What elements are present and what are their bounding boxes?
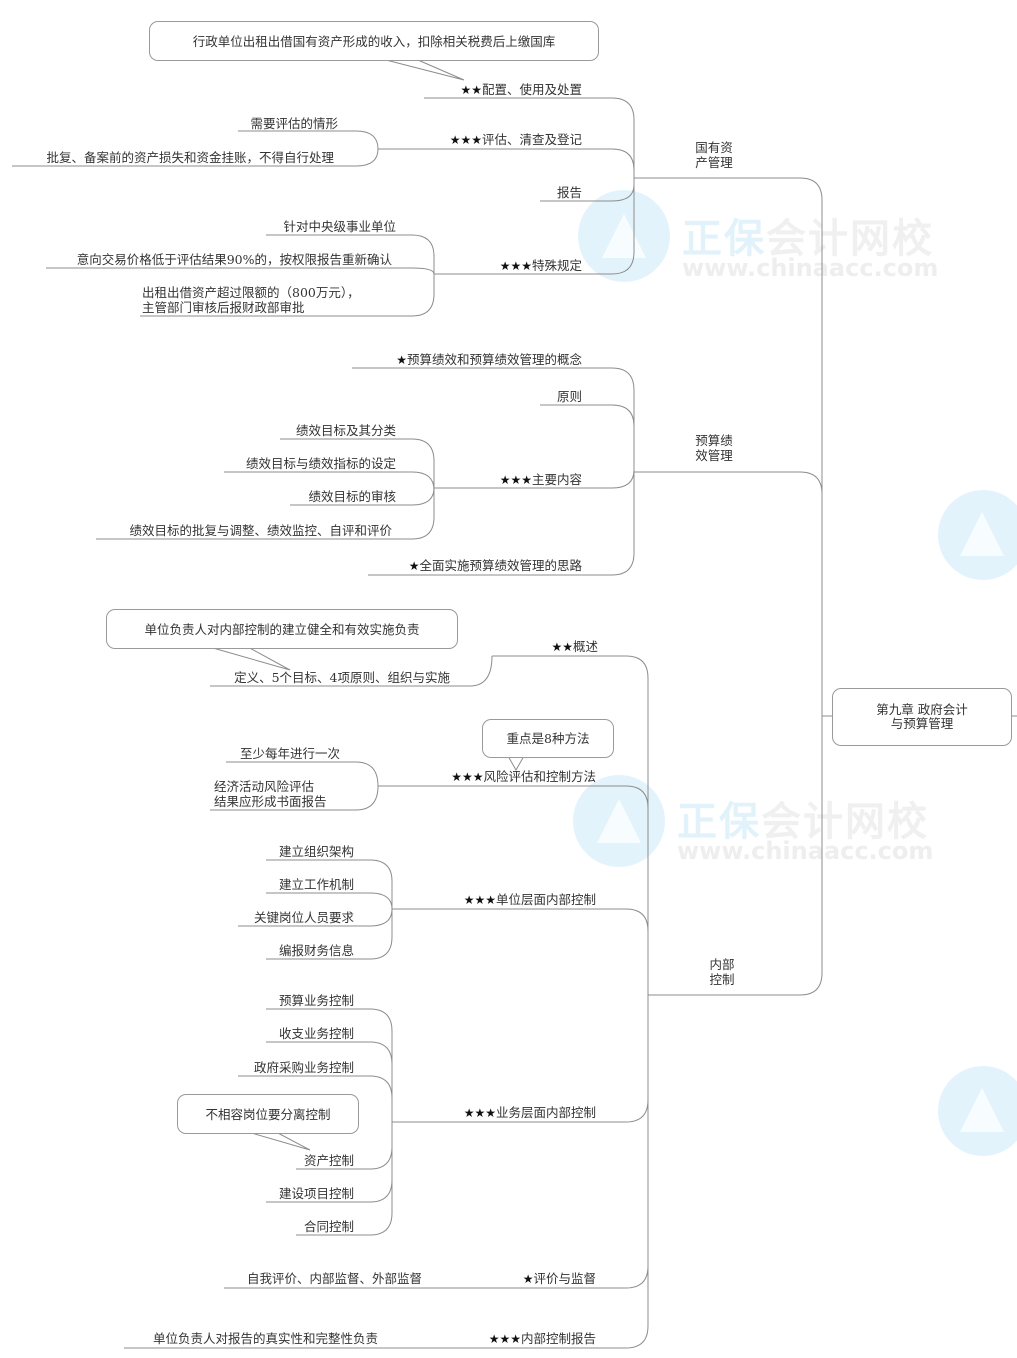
importance-stars-icon: ★★★ [499, 259, 532, 273]
node-risk-assessment[interactable]: ★★★风险评估和控制方法 [451, 769, 596, 784]
importance-stars-icon: ★★★ [451, 770, 484, 784]
watermark-right-2 [938, 1066, 1017, 1158]
watermark-right-1 [938, 490, 1017, 582]
leaf-goal-approval-monitoring[interactable]: 绩效目标的批复与调整、绩效监控、自评和评价 [129, 523, 392, 538]
node-principles[interactable]: 原则 [556, 389, 582, 404]
node-business-level-control[interactable]: ★★★业务层面内部控制 [463, 1105, 596, 1120]
leaf-financial-info[interactable]: 编报财务信息 [278, 943, 354, 958]
node-allocation-use-disposal[interactable]: ★★配置、使用及处置 [460, 82, 582, 97]
leaf-procurement-control[interactable]: 政府采购业务控制 [253, 1060, 354, 1075]
branch-budget-performance[interactable]: 预算绩 效管理 [695, 433, 733, 463]
leaf-work-mechanism[interactable]: 建立工作机制 [278, 877, 354, 892]
root-title-line2: 与预算管理 [890, 716, 954, 731]
leaf-contract-control[interactable]: 合同控制 [303, 1219, 354, 1234]
watermark-logo-glyph-icon [960, 1088, 1004, 1132]
leaf-overview-definition[interactable]: 定义、5个目标、4项原则、组织与实施 [234, 670, 450, 685]
importance-stars-icon: ★★★ [463, 893, 496, 907]
leaf-central-units[interactable]: 针对中央级事业单位 [283, 219, 396, 234]
leaf-key-positions[interactable]: 关键岗位人员要求 [253, 910, 354, 925]
importance-stars-icon: ★★★ [463, 1106, 496, 1120]
callout-segregation-duties: 不相容岗位要分离控制 [177, 1094, 359, 1134]
leaf-budget-control[interactable]: 预算业务控制 [278, 993, 354, 1008]
leaf-goal-indicator-setting[interactable]: 绩效目标与绩效指标的设定 [245, 456, 396, 471]
watermark-logo-glyph-icon [602, 214, 646, 258]
leaf-written-report[interactable]: 经济活动风险评估 结果应形成书面报告 [214, 779, 327, 809]
leaf-asset-control[interactable]: 资产控制 [303, 1153, 354, 1168]
node-internal-control-report[interactable]: ★★★内部控制报告 [488, 1331, 596, 1346]
callout-unit-head-responsible: 单位负责人对内部控制的建立健全和有效实施负责 [106, 609, 458, 649]
callout-rental-income: 行政单位出租出借国有资产形成的收入，扣除相关税费后上缴国库 [149, 21, 599, 61]
importance-stars-icon: ★ [408, 559, 420, 573]
root-title-line1: 第九章 政府会计 [876, 702, 968, 717]
leaf-revenue-expense-control[interactable]: 收支业务控制 [278, 1026, 354, 1041]
importance-stars-icon: ★★ [551, 640, 573, 654]
leaf-org-structure[interactable]: 建立组织架构 [278, 844, 354, 859]
node-overview[interactable]: ★★概述 [551, 639, 598, 654]
importance-stars-icon: ★★★ [499, 473, 532, 487]
node-full-implementation[interactable]: ★全面实施预算绩效管理的思路 [408, 558, 582, 573]
callout-8-methods: 重点是8种方法 [482, 719, 614, 758]
leaf-price-below-90[interactable]: 意向交易价格低于评估结果90%的，按权限报告重新确认 [76, 252, 392, 267]
watermark-logo-glyph-icon [960, 512, 1004, 556]
leaf-goal-review[interactable]: 绩效目标的审核 [308, 489, 396, 504]
leaf-construction-control[interactable]: 建设项目控制 [278, 1186, 354, 1201]
root-node[interactable]: 第九章 政府会计 与预算管理 [832, 688, 1012, 746]
leaf-needs-evaluation[interactable]: 需要评估的情形 [250, 116, 338, 131]
node-unit-level-control[interactable]: ★★★单位层面内部控制 [463, 892, 596, 907]
watermark-logo-glyph-icon [597, 799, 641, 843]
leaf-report-truthfulness[interactable]: 单位负责人对报告的真实性和完整性负责 [152, 1331, 378, 1346]
importance-stars-icon: ★★★ [488, 1332, 521, 1346]
node-performance-concept[interactable]: ★预算绩效和预算绩效管理的概念 [396, 352, 582, 367]
node-special-rules[interactable]: ★★★特殊规定 [499, 258, 582, 273]
leaf-at-least-yearly[interactable]: 至少每年进行一次 [239, 746, 340, 761]
node-main-content[interactable]: ★★★主要内容 [499, 472, 582, 487]
importance-stars-icon: ★ [522, 1272, 534, 1286]
leaf-rental-over-limit[interactable]: 出租出借资产超过限额的（800万元）， 主管部门审核后报财政部审批 [142, 285, 360, 315]
importance-stars-icon: ★★ [460, 83, 482, 97]
leaf-goal-classification[interactable]: 绩效目标及其分类 [295, 423, 396, 438]
watermark-top: 正保会计网校 www.chinaacc.com [578, 190, 1017, 290]
leaf-loss-not-self-handle[interactable]: 批复、备案前的资产损失和资金挂账，不得自行处理 [46, 150, 334, 165]
node-evaluation-inventory-registration[interactable]: ★★★评估、清查及登记 [449, 132, 582, 147]
watermark-url: www.chinaacc.com [682, 254, 939, 282]
importance-stars-icon: ★ [396, 353, 407, 367]
watermark-middle: 正保会计网校 www.chinaacc.com [573, 775, 1013, 875]
watermark-url: www.chinaacc.com [677, 837, 934, 865]
importance-stars-icon: ★★★ [449, 133, 482, 147]
node-evaluation-supervision[interactable]: ★评价与监督 [522, 1271, 596, 1286]
branch-state-assets[interactable]: 国有资 产管理 [695, 140, 733, 170]
leaf-self-internal-external[interactable]: 自我评价、内部监督、外部监督 [246, 1271, 422, 1286]
branch-internal-control[interactable]: 内部 控制 [709, 957, 735, 987]
node-report[interactable]: 报告 [556, 185, 582, 200]
